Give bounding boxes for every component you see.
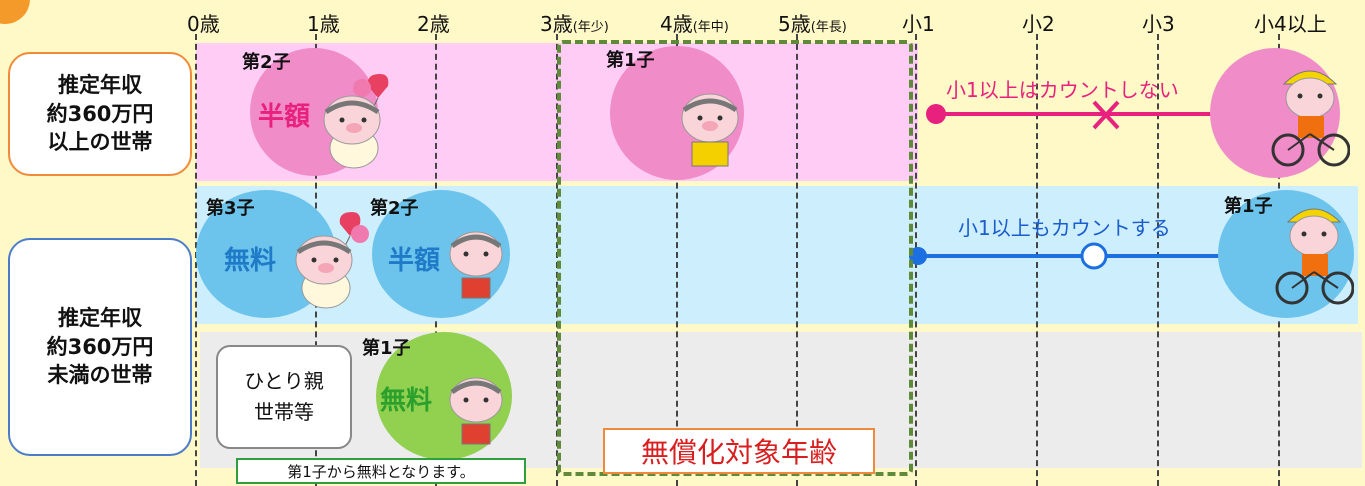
child-label-high-2: 第2子 (242, 52, 291, 73)
child-label-low-3: 第3子 (206, 198, 255, 219)
free-age-label: 無償化対象年齢 (603, 428, 875, 474)
badge-half-price: 半額 (258, 102, 311, 132)
household-high-line3: 以上の世帯 (47, 130, 153, 155)
axis-label-elem2: 小2 (1022, 12, 1055, 36)
axis-label-elem4-plus: 小4以上 (1254, 12, 1327, 36)
household-high-line1: 推定年収 (58, 73, 142, 98)
note-counted: 小1以上もカウントする (958, 216, 1171, 240)
axis-label-elem1: 小1 (902, 12, 935, 36)
badge-half-price-low: 半額 (388, 246, 441, 276)
pig-mascot-balloon-icon (295, 212, 369, 309)
pig-mascot-bag-icon (449, 377, 503, 445)
badge-free-low: 無料 (224, 246, 277, 276)
axis-label-1: 1歳 (307, 12, 340, 36)
school-child-label-low: 第1子 (1224, 196, 1273, 217)
pig-mascot-bicycle-icon (1275, 208, 1354, 305)
child-label-high-1: 第1子 (606, 50, 655, 71)
child-label-single-1: 第1子 (362, 338, 411, 359)
household-low-income-box: 推定年収 約360万円 未満の世帯 (8, 238, 192, 456)
single-parent-line2: 世帯等 (254, 400, 314, 424)
school-child-circle-low (1218, 190, 1354, 318)
pig-mascot-bicycle-icon (1271, 70, 1350, 167)
age-line-elem2 (1036, 34, 1038, 486)
age-line-5 (796, 34, 798, 486)
age-line-4 (676, 34, 678, 486)
axis-label-0: 0歳 (187, 12, 220, 36)
pig-mascot-book-icon (681, 93, 739, 167)
household-low-line3: 未満の世帯 (47, 363, 153, 388)
badge-free-single: 無料 (380, 386, 433, 416)
pig-mascot-bag-icon (449, 231, 503, 299)
free-age-frame (557, 40, 913, 476)
household-high-line2: 約360万円 (46, 101, 154, 126)
axis-label-4: 4歳(年中) (660, 12, 729, 36)
household-high-income-box: 推定年収 約360万円 以上の世帯 (8, 52, 192, 176)
axis-label-elem3: 小3 (1142, 12, 1175, 36)
household-low-line2: 約360万円 (46, 334, 154, 359)
child-label-low-2: 第2子 (370, 198, 419, 219)
single-parent-line1: ひとり親 (244, 369, 324, 393)
axis-label-2: 2歳 (417, 12, 450, 36)
arrow-counted (909, 242, 1278, 270)
axis-label-3: 3歳(年少) (540, 12, 609, 36)
single-parent-box: ひとり親 世帯等 (216, 345, 352, 449)
note-not-counted: 小1以上はカウントしない (946, 78, 1179, 102)
household-low-line1: 推定年収 (58, 306, 142, 331)
corner-badge (0, 0, 30, 24)
axis-label-5: 5歳(年長) (778, 12, 847, 36)
pig-mascot-balloon-icon (323, 74, 389, 169)
age-line-elem3 (1157, 34, 1159, 486)
footer-note: 第1子から無料となります。 (236, 458, 526, 484)
